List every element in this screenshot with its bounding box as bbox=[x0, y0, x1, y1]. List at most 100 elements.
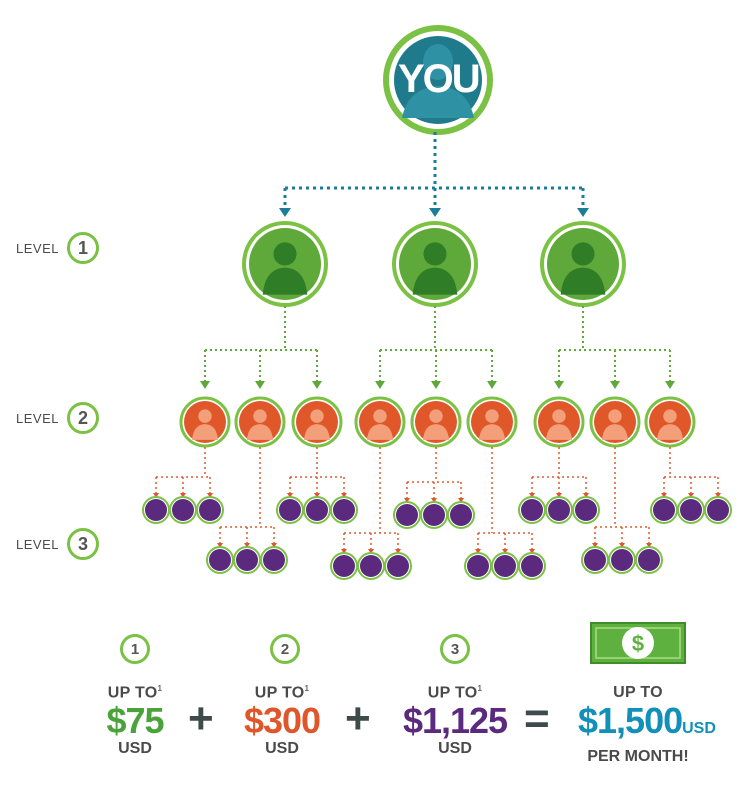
earning-total: UP TO $1,500USD PER MONTH! bbox=[578, 684, 716, 766]
earning-2-unit: USD bbox=[265, 740, 299, 758]
connector-arrow bbox=[529, 549, 535, 554]
total-upto: UP TO bbox=[613, 684, 663, 701]
plus-sign-2: + bbox=[345, 694, 371, 743]
connector-arrow bbox=[583, 493, 589, 498]
connector-arrow bbox=[312, 381, 322, 389]
connector-arrow bbox=[431, 498, 437, 503]
level-2-member-1-silhouette-head bbox=[198, 409, 212, 423]
level-3-member-7-fill bbox=[279, 499, 301, 521]
level-3-member-16-fill bbox=[467, 555, 489, 577]
level-3-member-5-fill bbox=[236, 549, 258, 571]
connector-arrow bbox=[529, 493, 535, 498]
level-1-member-3-silhouette-head bbox=[571, 242, 595, 266]
connector-arrow bbox=[180, 493, 186, 498]
level-3-member-2-fill bbox=[172, 499, 194, 521]
level-2-member-4-silhouette-head bbox=[373, 409, 387, 423]
connector-arrow bbox=[153, 493, 159, 498]
connector-arrow bbox=[502, 549, 508, 554]
level-2-text: LEVEL bbox=[16, 410, 59, 426]
summary-level-1-badge: 1 bbox=[120, 634, 150, 664]
level-2-member-9-silhouette-body bbox=[656, 424, 684, 440]
level-2-member-5-silhouette-head bbox=[429, 409, 443, 423]
level-3-member-23-fill bbox=[611, 549, 633, 571]
level-3-member-21-fill bbox=[575, 499, 597, 521]
level-3-member-26-fill bbox=[680, 499, 702, 521]
connector-arrow bbox=[646, 543, 652, 548]
level-1-text: LEVEL bbox=[16, 240, 59, 256]
connector-arrow bbox=[314, 493, 320, 498]
level-2-badge: 2 bbox=[66, 402, 99, 434]
level-2-member-5-silhouette-body bbox=[422, 424, 450, 440]
level-2-member-2-silhouette-body bbox=[246, 424, 274, 440]
level-2-member-1-silhouette-body bbox=[191, 424, 219, 440]
earning-3-amount: $1,125 bbox=[402, 700, 508, 742]
level-2-member-6-silhouette-head bbox=[485, 409, 499, 423]
summary-level-3-badge: 3 bbox=[440, 634, 470, 664]
level-1-member-2-silhouette-body bbox=[412, 267, 458, 295]
connector-arrow bbox=[610, 381, 620, 389]
connector-arrow bbox=[458, 498, 464, 503]
level-3-member-17-fill bbox=[494, 555, 516, 577]
connector-arrow bbox=[688, 493, 694, 498]
connector-arrow bbox=[554, 381, 564, 389]
you-arrowheads bbox=[279, 208, 589, 217]
connector-arrow bbox=[244, 543, 250, 548]
level-3-member-24-fill bbox=[638, 549, 660, 571]
earning-level-2: UP TO1 $300 USD bbox=[222, 684, 342, 758]
level-2-member-9-silhouette-head bbox=[663, 409, 677, 423]
connector-arrow bbox=[665, 381, 675, 389]
level-3-member-3-fill bbox=[199, 499, 221, 521]
level-3-member-19-fill bbox=[521, 499, 543, 521]
level-3-member-10-fill bbox=[333, 555, 355, 577]
connector-arrow bbox=[200, 381, 210, 389]
connector-arrow bbox=[341, 493, 347, 498]
connector-arrow bbox=[271, 543, 277, 548]
connector-arrow bbox=[556, 493, 562, 498]
earning-3-upto: UP TO1 bbox=[427, 684, 483, 702]
earning-1-unit: USD bbox=[118, 740, 152, 758]
earning-2-upto: UP TO1 bbox=[254, 684, 310, 702]
plus-sign-1: + bbox=[188, 694, 214, 743]
level-3-member-13-fill bbox=[396, 504, 418, 526]
level-3-member-25-fill bbox=[653, 499, 675, 521]
level-1-label: LEVEL 1 bbox=[16, 228, 99, 268]
connector-arrow bbox=[375, 381, 385, 389]
you-connectors bbox=[283, 132, 585, 210]
you-label: YOU bbox=[398, 57, 481, 101]
earning-1-upto: UP TO1 bbox=[107, 684, 163, 702]
money-bill-icon: $ bbox=[590, 622, 686, 664]
level-3-member-22-fill bbox=[584, 549, 606, 571]
level-3-member-14-fill bbox=[423, 504, 445, 526]
level-3-member-15-fill bbox=[450, 504, 472, 526]
level-3-member-4-fill bbox=[209, 549, 231, 571]
level-1-member-1-silhouette-head bbox=[273, 242, 297, 266]
you-silhouette-head bbox=[423, 44, 453, 80]
earning-level-3: UP TO1 $1,125 USD bbox=[395, 684, 515, 758]
connector-arrow bbox=[487, 381, 497, 389]
level-3-member-9-fill bbox=[333, 499, 355, 521]
level-3-badge: 3 bbox=[66, 528, 99, 560]
summary-level-2-badge: 2 bbox=[270, 634, 300, 664]
level-3-text: LEVEL bbox=[16, 536, 59, 552]
level-2-member-6-silhouette-body bbox=[478, 424, 506, 440]
level-3-member-12-fill bbox=[387, 555, 409, 577]
connector-arrow bbox=[475, 549, 481, 554]
level-3-member-8-fill bbox=[306, 499, 328, 521]
level-1-member-3-silhouette-body bbox=[560, 267, 606, 295]
total-amount: $1,500USD bbox=[578, 700, 716, 741]
level-3-member-27-fill bbox=[707, 499, 729, 521]
connector-arrow bbox=[592, 543, 598, 548]
connector-arrow bbox=[619, 543, 625, 548]
earning-3-unit: USD bbox=[438, 740, 472, 758]
level-3-member-1-fill bbox=[145, 499, 167, 521]
level-3-member-11-fill bbox=[360, 555, 382, 577]
level-2-member-7-silhouette-body bbox=[545, 424, 573, 440]
level-3-member-18-fill bbox=[521, 555, 543, 577]
connector-arrow bbox=[404, 498, 410, 503]
you-silhouette-body bbox=[402, 86, 474, 118]
svg-text:$: $ bbox=[632, 631, 644, 656]
connector-arrow bbox=[431, 381, 441, 389]
you-node bbox=[383, 25, 493, 135]
connector-arrow bbox=[368, 549, 374, 554]
